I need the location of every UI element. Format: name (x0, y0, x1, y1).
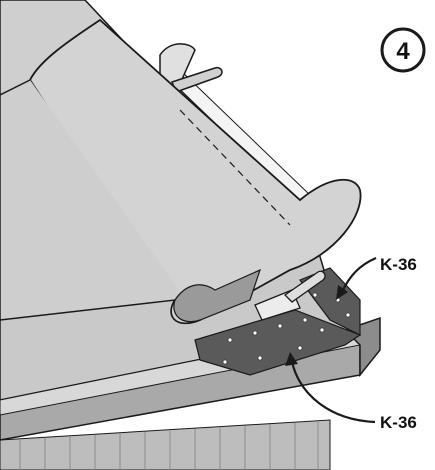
callout-arrow-top (341, 256, 377, 293)
callout-arrow-bottom (290, 361, 376, 424)
callout-label-top: K-36 (380, 255, 417, 274)
step-badge (380, 27, 426, 73)
callout-arrowhead-top (336, 285, 348, 300)
siding-lines (19, 421, 319, 470)
membrane-shadow (173, 268, 261, 323)
wall-siding (0, 419, 331, 470)
callout-arrowhead-bottom (285, 352, 298, 366)
chalk-line (179, 109, 291, 226)
step-number: 4 (396, 38, 410, 65)
nail-heads (222, 292, 351, 365)
callout-label-bottom: K-36 (380, 413, 417, 432)
roofing-tool-icon (159, 43, 223, 96)
trowel-icon (254, 270, 326, 321)
membrane-sheet (0, 79, 201, 324)
